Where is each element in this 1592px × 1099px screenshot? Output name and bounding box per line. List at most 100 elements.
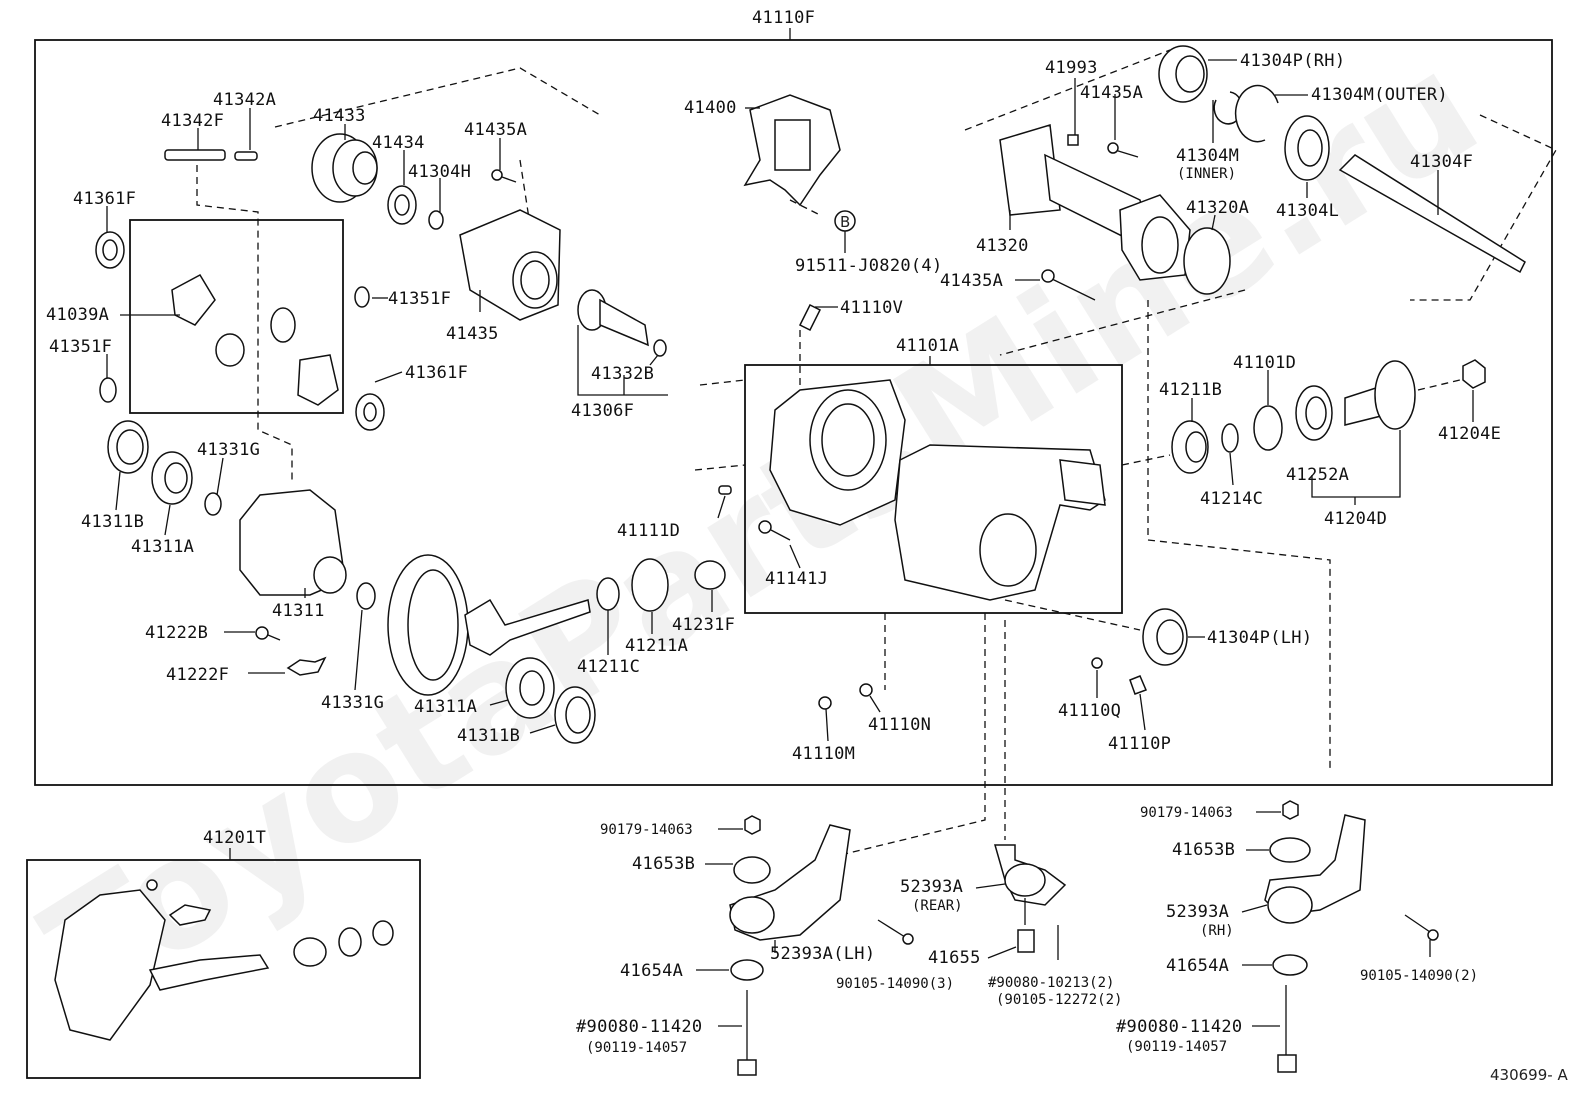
label-41655[interactable]: 41655 — [928, 948, 981, 968]
label-41304P-LH[interactable]: 41304P(LH) — [1207, 628, 1312, 648]
label-90119-14057-right[interactable]: (90119-14057 — [1126, 1039, 1227, 1055]
label-41653B-right[interactable]: 41653B — [1172, 840, 1235, 860]
label-41101D[interactable]: 41101D — [1233, 353, 1296, 373]
label-41435A-top[interactable]: 41435A — [464, 120, 527, 140]
label-41320A[interactable]: 41320A — [1186, 198, 1249, 218]
label-41039A[interactable]: 41039A — [46, 305, 109, 325]
label-41101A[interactable]: 41101A — [896, 336, 959, 356]
label-41435A-right-bottom[interactable]: 41435A — [940, 271, 1003, 291]
label-52393A-LH[interactable]: 52393A(LH) — [770, 944, 875, 964]
part-41110V — [798, 303, 822, 332]
part-41110M — [818, 696, 832, 710]
part-41222B — [255, 626, 269, 640]
part-41211A — [631, 558, 669, 612]
label-41311A-bottom[interactable]: 41311A — [414, 697, 477, 717]
label-41311B-left[interactable]: 41311B — [81, 512, 144, 532]
label-41361F-bottom[interactable]: 41361F — [405, 363, 468, 383]
label-41311A-left[interactable]: 41311A — [131, 537, 194, 557]
label-41331G-top[interactable]: 41331G — [197, 440, 260, 460]
label-90080-11420-right[interactable]: #90080-11420 — [1116, 1017, 1242, 1037]
label-41211C[interactable]: 41211C — [577, 657, 640, 677]
label-41304F[interactable]: 41304F — [1410, 152, 1473, 172]
label-41311B-bottom[interactable]: 41311B — [457, 726, 520, 746]
label-41211A[interactable]: 41211A — [625, 636, 688, 656]
label-41400[interactable]: 41400 — [684, 98, 737, 118]
label-41331G-bottom[interactable]: 41331G — [321, 693, 384, 713]
label-41222F[interactable]: 41222F — [166, 665, 229, 685]
figure-code: 430699- A — [1490, 1066, 1568, 1084]
part-41654A-left — [730, 959, 764, 981]
label-41304M-outer[interactable]: 41304M(OUTER) — [1311, 85, 1448, 105]
label-41332B[interactable]: 41332B — [591, 364, 654, 384]
label-41351F-right[interactable]: 41351F — [388, 289, 451, 309]
label-41141J[interactable]: 41141J — [765, 569, 828, 589]
label-41306F[interactable]: 41306F — [571, 401, 634, 421]
part-41654A-right — [1272, 954, 1308, 976]
label-41342F[interactable]: 41342F — [161, 111, 224, 131]
label-90105-14090-3[interactable]: 90105-14090(3) — [836, 976, 954, 992]
label-41222B[interactable]: 41222B — [145, 623, 208, 643]
label-41304H[interactable]: 41304H — [408, 162, 471, 182]
label-41993[interactable]: 41993 — [1045, 58, 1098, 78]
label-90119-14057-left[interactable]: (90119-14057 — [586, 1040, 687, 1056]
label-41110P[interactable]: 41110P — [1108, 734, 1171, 754]
part-41435A-bolt-right — [1049, 277, 1096, 301]
part-41435A-bolt — [491, 169, 503, 181]
label-41304P-RH[interactable]: 41304P(RH) — [1240, 51, 1345, 71]
label-41434[interactable]: 41434 — [372, 133, 425, 153]
label-41361F-top[interactable]: 41361F — [73, 189, 136, 209]
label-41653B-left[interactable]: 41653B — [632, 854, 695, 874]
part-41214C — [1221, 423, 1239, 453]
part-41304M-outer — [1234, 84, 1279, 143]
leader-lines — [106, 59, 1474, 1027]
part-41101D — [1253, 405, 1283, 451]
callout-b-letter: B — [840, 213, 850, 231]
part-drive-pinion — [464, 598, 591, 656]
label-41435[interactable]: 41435 — [446, 324, 499, 344]
label-90179-14063-right[interactable]: 90179-14063 — [1140, 805, 1233, 821]
label-41435A-right-top[interactable]: 41435A — [1080, 83, 1143, 103]
label-41231F[interactable]: 41231F — [672, 615, 735, 635]
label-41110N[interactable]: 41110N — [868, 715, 931, 735]
label-41110M[interactable]: 41110M — [792, 744, 855, 764]
label-41204E[interactable]: 41204E — [1438, 424, 1501, 444]
label-41654A-right[interactable]: 41654A — [1166, 956, 1229, 976]
label-41342A[interactable]: 41342A — [213, 90, 276, 110]
part-41304F — [1338, 154, 1526, 274]
label-41351F-left[interactable]: 41351F — [49, 337, 112, 357]
part-41351F-a — [354, 286, 370, 308]
label-41201T[interactable]: 41201T — [203, 828, 266, 848]
label-41211B[interactable]: 41211B — [1159, 380, 1222, 400]
label-90080-11420-left[interactable]: #90080-11420 — [576, 1017, 702, 1037]
label-41433[interactable]: 41433 — [313, 106, 366, 126]
part-41201T-gear — [54, 889, 166, 1041]
label-41311[interactable]: 41311 — [272, 601, 325, 621]
label-41214C[interactable]: 41214C — [1200, 489, 1263, 509]
label-41320[interactable]: 41320 — [976, 236, 1029, 256]
label-90080-10213[interactable]: #90080-10213(2) — [988, 975, 1114, 991]
label-41304M-inner[interactable]: 41304M — [1176, 146, 1239, 166]
part-41655 — [1017, 929, 1035, 953]
label-41252A[interactable]: 41252A — [1286, 465, 1349, 485]
label-90105-14090-2[interactable]: 90105-14090(2) — [1360, 968, 1478, 984]
part-41110N — [859, 683, 873, 697]
part-41653B-right — [1269, 837, 1311, 863]
label-91511-J0820[interactable]: 91511-J0820(4) — [795, 256, 943, 276]
label-90179-14063-left[interactable]: 90179-14063 — [600, 822, 693, 838]
label-41204D[interactable]: 41204D — [1324, 509, 1387, 529]
label-41304L[interactable]: 41304L — [1276, 201, 1339, 221]
label-41111D[interactable]: 41111D — [617, 521, 680, 541]
label-90105-12272[interactable]: (90105-12272(2) — [996, 992, 1122, 1008]
sub-assembly-frame — [26, 859, 421, 1079]
label-41110V[interactable]: 41110V — [840, 298, 903, 318]
label-41110F[interactable]: 41110F — [752, 8, 815, 28]
part-41653B-left — [733, 856, 771, 884]
label-52393A-rear[interactable]: 52393A — [900, 877, 963, 897]
part-41342F — [164, 149, 226, 161]
label-41110Q[interactable]: 41110Q — [1058, 701, 1121, 721]
part-41304H — [428, 210, 444, 230]
label-52393A-RH[interactable]: 52393A — [1166, 902, 1229, 922]
label-41304M-inner-note: (INNER) — [1177, 166, 1236, 182]
label-41654A-left[interactable]: 41654A — [620, 961, 683, 981]
part-labels: 41342A 41342F 41433 41434 41304H 41435A … — [46, 51, 1501, 1056]
